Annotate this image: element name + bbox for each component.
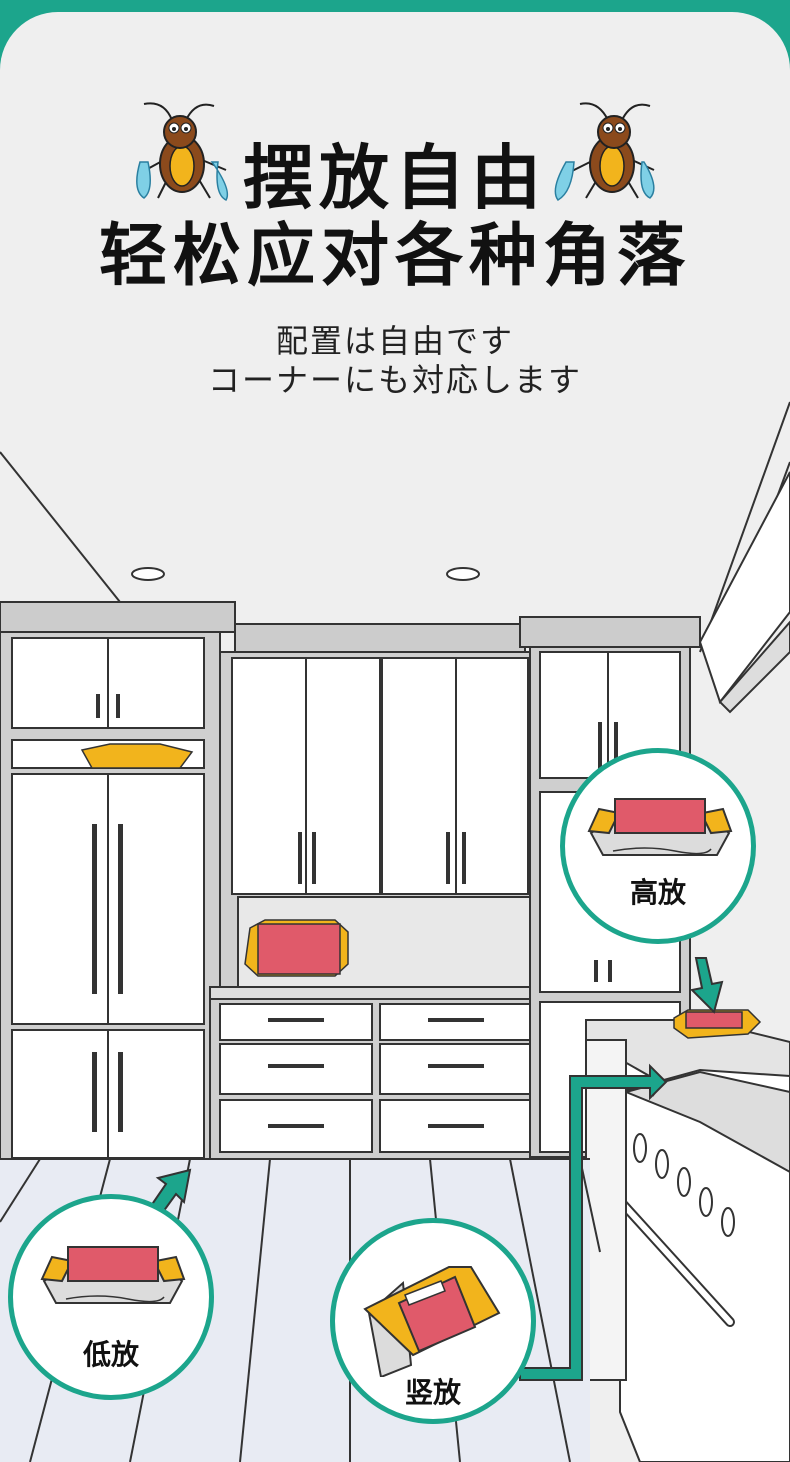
low-placement-label: 低放 <box>82 1338 139 1371</box>
vertical-placement-label: 竖放 <box>404 1376 461 1409</box>
headline-line-1: 摆放自由 <box>243 137 547 219</box>
content-card: 摆放自由 轻松应对各种角落 <box>0 12 790 1462</box>
high-placement-label: 高放 <box>629 876 686 909</box>
trap-box-icon <box>40 1246 186 1304</box>
trap-box-icon <box>587 798 733 856</box>
subtitle-line-1: 配置は自由です <box>275 322 514 360</box>
high-placement-bubble: 高放 <box>560 748 756 944</box>
subtitle-line-2: コーナーにも対応します <box>207 361 582 399</box>
cockroach-mascot-icon <box>136 102 229 201</box>
headline-line-2: 轻松应对各种角落 <box>98 217 691 296</box>
low-placement-bubble: 低放 <box>8 1194 214 1400</box>
cockroach-mascot-icon <box>554 102 655 201</box>
trap-box-icon <box>363 1266 501 1377</box>
vertical-placement-bubble: 竖放 <box>330 1218 536 1424</box>
